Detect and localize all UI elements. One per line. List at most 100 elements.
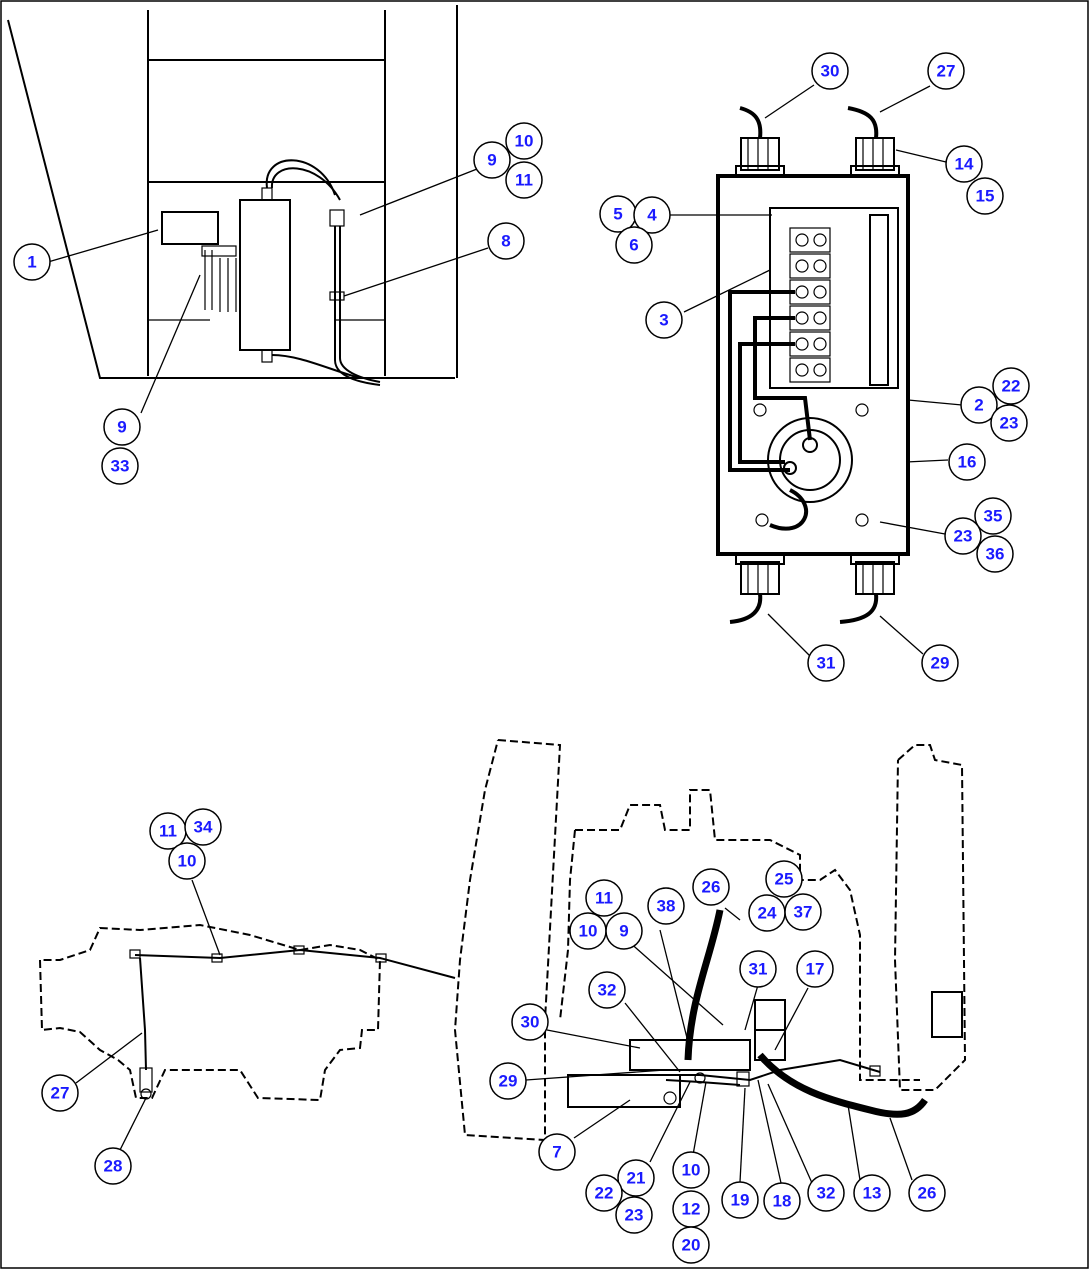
svg-text:4: 4 bbox=[647, 206, 657, 225]
svg-text:12: 12 bbox=[682, 1200, 701, 1219]
callout-27-box: 27 bbox=[927, 52, 965, 90]
callout-10-machine: 10 bbox=[569, 912, 607, 950]
callout-30-machine: 30 bbox=[511, 1003, 549, 1041]
svg-text:25: 25 bbox=[775, 870, 794, 889]
callout-13: 13 bbox=[853, 1174, 891, 1212]
leader-lines bbox=[47, 84, 963, 1184]
svg-text:24: 24 bbox=[758, 904, 777, 923]
cab-view bbox=[7, 5, 458, 386]
svg-text:9: 9 bbox=[117, 418, 126, 437]
svg-text:11: 11 bbox=[515, 171, 533, 190]
callout-26-upper: 26 bbox=[692, 868, 730, 906]
callout-9-top: 9 bbox=[473, 141, 511, 179]
connector-box-view bbox=[716, 106, 910, 624]
svg-text:35: 35 bbox=[984, 507, 1003, 526]
svg-text:32: 32 bbox=[817, 1184, 836, 1203]
callout-29-machine: 29 bbox=[489, 1062, 527, 1100]
svg-text:33: 33 bbox=[111, 457, 130, 476]
callout-27-engine: 27 bbox=[41, 1074, 79, 1112]
svg-text:26: 26 bbox=[702, 878, 721, 897]
svg-text:18: 18 bbox=[773, 1192, 792, 1211]
callout-33: 33 bbox=[101, 447, 139, 485]
callout-31-box: 31 bbox=[807, 644, 845, 682]
callout-1: 1 bbox=[13, 243, 51, 281]
callout-9-machine: 9 bbox=[605, 912, 643, 950]
callout-32-lower: 32 bbox=[807, 1174, 845, 1212]
callout-8: 8 bbox=[487, 222, 525, 260]
svg-text:17: 17 bbox=[806, 960, 825, 979]
callout-9-left: 9 bbox=[103, 408, 141, 446]
svg-text:22: 22 bbox=[595, 1184, 614, 1203]
svg-text:13: 13 bbox=[863, 1184, 882, 1203]
svg-text:27: 27 bbox=[51, 1084, 70, 1103]
callout-10-top: 10 bbox=[505, 122, 543, 160]
callout-23-machine: 23 bbox=[615, 1196, 653, 1234]
svg-text:27: 27 bbox=[937, 62, 956, 81]
callout-30-box: 30 bbox=[811, 52, 849, 90]
svg-text:10: 10 bbox=[178, 852, 197, 871]
svg-text:29: 29 bbox=[931, 654, 950, 673]
svg-text:37: 37 bbox=[794, 903, 813, 922]
callout-22-box: 22 bbox=[992, 367, 1030, 405]
svg-text:22: 22 bbox=[1002, 377, 1021, 396]
svg-text:32: 32 bbox=[598, 981, 617, 1000]
callout-14: 14 bbox=[945, 145, 983, 183]
callout-37: 37 bbox=[784, 893, 822, 931]
svg-text:23: 23 bbox=[954, 527, 973, 546]
svg-text:34: 34 bbox=[194, 818, 213, 837]
svg-text:11: 11 bbox=[595, 889, 613, 908]
callout-4: 4 bbox=[633, 196, 671, 234]
callout-3: 3 bbox=[645, 301, 683, 339]
svg-text:8: 8 bbox=[501, 232, 510, 251]
svg-text:5: 5 bbox=[613, 205, 622, 224]
svg-text:38: 38 bbox=[657, 897, 676, 916]
svg-text:31: 31 bbox=[749, 960, 768, 979]
svg-text:9: 9 bbox=[619, 922, 628, 941]
svg-text:20: 20 bbox=[682, 1236, 701, 1255]
svg-text:21: 21 bbox=[627, 1169, 646, 1188]
callout-16: 16 bbox=[948, 443, 986, 481]
svg-text:3: 3 bbox=[659, 311, 668, 330]
svg-text:16: 16 bbox=[958, 453, 977, 472]
callout-6: 6 bbox=[615, 226, 653, 264]
callout-12: 12 bbox=[672, 1190, 710, 1228]
callouts: 1 9 10 11 8 9 33 30 27 14 15 5 4 6 3 22 … bbox=[13, 52, 1030, 1264]
svg-text:10: 10 bbox=[515, 132, 534, 151]
svg-text:10: 10 bbox=[682, 1161, 701, 1180]
callout-7: 7 bbox=[538, 1133, 576, 1171]
callout-11-machine: 11 bbox=[585, 879, 623, 917]
svg-text:15: 15 bbox=[976, 187, 995, 206]
svg-text:29: 29 bbox=[499, 1072, 518, 1091]
callout-38: 38 bbox=[647, 887, 685, 925]
callout-23-lower: 23 bbox=[944, 517, 982, 555]
svg-text:7: 7 bbox=[552, 1143, 561, 1162]
svg-text:19: 19 bbox=[731, 1191, 750, 1210]
callout-29-box: 29 bbox=[921, 644, 959, 682]
svg-text:28: 28 bbox=[104, 1157, 123, 1176]
callout-36: 36 bbox=[976, 535, 1014, 573]
svg-text:36: 36 bbox=[986, 545, 1005, 564]
svg-text:30: 30 bbox=[521, 1013, 540, 1032]
callout-18: 18 bbox=[763, 1182, 801, 1220]
callout-23-box: 23 bbox=[990, 404, 1028, 442]
svg-text:26: 26 bbox=[918, 1184, 937, 1203]
callout-15: 15 bbox=[966, 177, 1004, 215]
svg-text:23: 23 bbox=[1000, 414, 1019, 433]
callout-28: 28 bbox=[94, 1147, 132, 1185]
svg-text:1: 1 bbox=[27, 253, 36, 272]
svg-text:31: 31 bbox=[817, 654, 836, 673]
callout-21: 21 bbox=[617, 1159, 655, 1197]
svg-text:6: 6 bbox=[629, 236, 638, 255]
callout-25: 25 bbox=[765, 860, 803, 898]
svg-text:14: 14 bbox=[955, 155, 974, 174]
callout-2: 2 bbox=[960, 386, 998, 424]
svg-text:2: 2 bbox=[974, 396, 983, 415]
callout-35: 35 bbox=[974, 497, 1012, 535]
callout-20: 20 bbox=[672, 1226, 710, 1264]
callout-26-lower: 26 bbox=[908, 1174, 946, 1212]
callout-19: 19 bbox=[721, 1181, 759, 1219]
callout-10-engine: 10 bbox=[168, 842, 206, 880]
svg-text:10: 10 bbox=[579, 922, 598, 941]
